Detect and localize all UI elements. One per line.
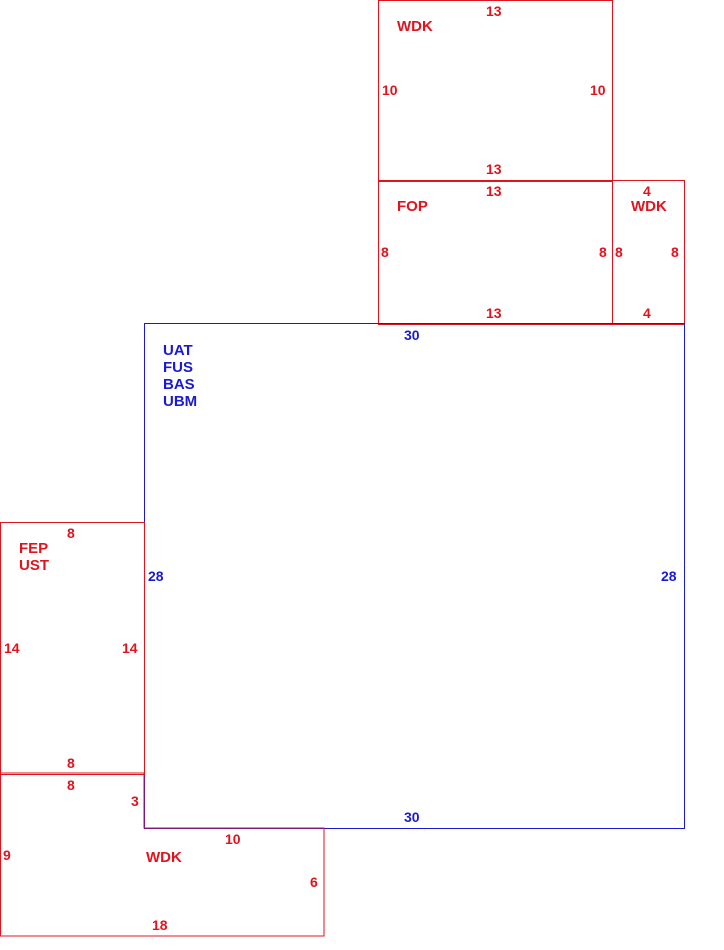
room-code-fep: FEP — [19, 540, 49, 557]
room-code-wdk-top: WDK — [397, 18, 433, 35]
room-code-uat: UAT — [163, 342, 193, 359]
dim-main-bottom: 30 — [404, 809, 420, 825]
dim-fop-top: 13 — [486, 183, 502, 199]
dim-wdk-bottom-left: 9 — [3, 847, 11, 863]
dim-wdk-right-bottom: 4 — [643, 305, 651, 321]
dim-fop-left: 8 — [381, 244, 389, 260]
dim-wdk-top-top: 13 — [486, 3, 502, 19]
dim-wdk-right-top: 4 — [643, 183, 651, 199]
dim-wdk-right-right: 8 — [671, 244, 679, 260]
room-code-ust: UST — [19, 557, 49, 574]
dim-wdk-bottom-notch: 3 — [131, 793, 139, 809]
room-main — [144, 323, 685, 829]
dim-fop-right: 8 — [599, 244, 607, 260]
dim-wdk-bottom-bottom: 18 — [152, 917, 168, 933]
dim-fep-right: 14 — [122, 640, 138, 656]
room-wdk-top — [378, 0, 613, 182]
dim-fop-bottom: 13 — [486, 305, 502, 321]
dim-wdk-top-right: 10 — [590, 82, 606, 98]
room-code-wdk-bottom: WDK — [146, 849, 182, 866]
dim-main-left: 28 — [148, 568, 164, 584]
dim-wdk-top-bottom: 13 — [486, 161, 502, 177]
room-code-fop: FOP — [397, 198, 428, 215]
dim-fep-left: 14 — [4, 640, 20, 656]
dim-fep-bottom: 8 — [67, 755, 75, 771]
room-code-ubm: UBM — [163, 393, 198, 410]
room-code-bas: BAS — [163, 376, 195, 393]
room-wdk-right — [612, 180, 685, 325]
dim-wdk-top-left: 10 — [382, 82, 398, 98]
dim-main-top: 30 — [404, 327, 420, 343]
dim-wdk-bottom-step: 10 — [225, 831, 241, 847]
dim-wdk-bottom-top: 8 — [67, 777, 75, 793]
dim-wdk-bottom-right: 6 — [310, 874, 318, 890]
dim-fep-top: 8 — [67, 525, 75, 541]
room-code-fus: FUS — [163, 359, 193, 376]
room-code-wdk-right: WDK — [631, 198, 667, 215]
dim-wdk-right-left: 8 — [615, 244, 623, 260]
dim-main-right: 28 — [661, 568, 677, 584]
